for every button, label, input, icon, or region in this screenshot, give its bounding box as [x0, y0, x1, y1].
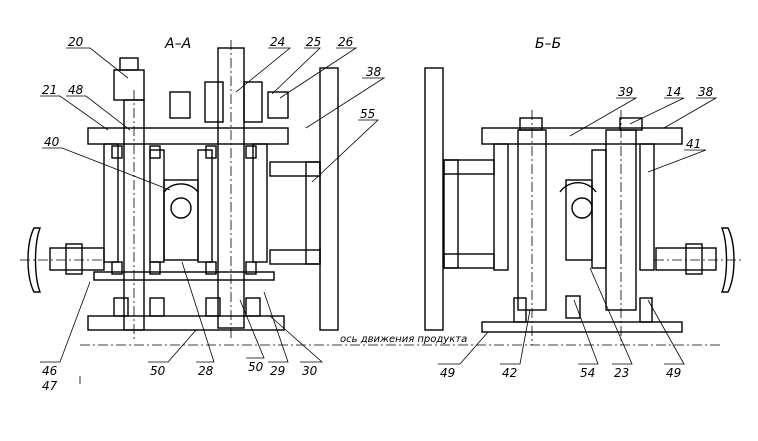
- callout-23: 23: [614, 366, 629, 380]
- leader-lines: [40, 47, 718, 384]
- axis-caption: ось движения продукта: [340, 334, 467, 345]
- callout-38-left: 38: [366, 65, 382, 79]
- callout-50-right: 50: [248, 360, 264, 374]
- callout-38-right: 38: [698, 85, 714, 99]
- callout-24: 24: [270, 35, 285, 49]
- callout-48: 48: [68, 83, 84, 97]
- callout-46: 46: [42, 364, 58, 378]
- callout-55: 55: [360, 107, 375, 121]
- callout-49-right: 49: [666, 366, 681, 380]
- callout-30: 30: [302, 364, 318, 378]
- callout-42: 42: [502, 366, 517, 380]
- callout-25: 25: [306, 35, 321, 49]
- callout-50-left: 50: [150, 364, 166, 378]
- callout-20: 20: [68, 35, 84, 49]
- callout-21: 21: [42, 83, 57, 97]
- callout-40: 40: [44, 135, 60, 149]
- callout-29: 29: [270, 364, 285, 378]
- callout-39: 39: [618, 85, 633, 99]
- callout-49-left: 49: [440, 366, 455, 380]
- callout-28: 28: [198, 364, 214, 378]
- section-title-right: Б–Б: [535, 36, 561, 52]
- callout-labels: 20 24 25 26 38 21 48 40 55 39 14 38 41 4…: [42, 35, 714, 393]
- callout-54: 54: [580, 366, 595, 380]
- callout-14: 14: [666, 85, 681, 99]
- right-section-view: [424, 67, 744, 345]
- callout-47: 47: [42, 379, 58, 393]
- callout-41: 41: [686, 137, 701, 151]
- left-section-view: [20, 40, 339, 340]
- section-title-left: А–А: [164, 36, 191, 52]
- callout-26: 26: [338, 35, 354, 49]
